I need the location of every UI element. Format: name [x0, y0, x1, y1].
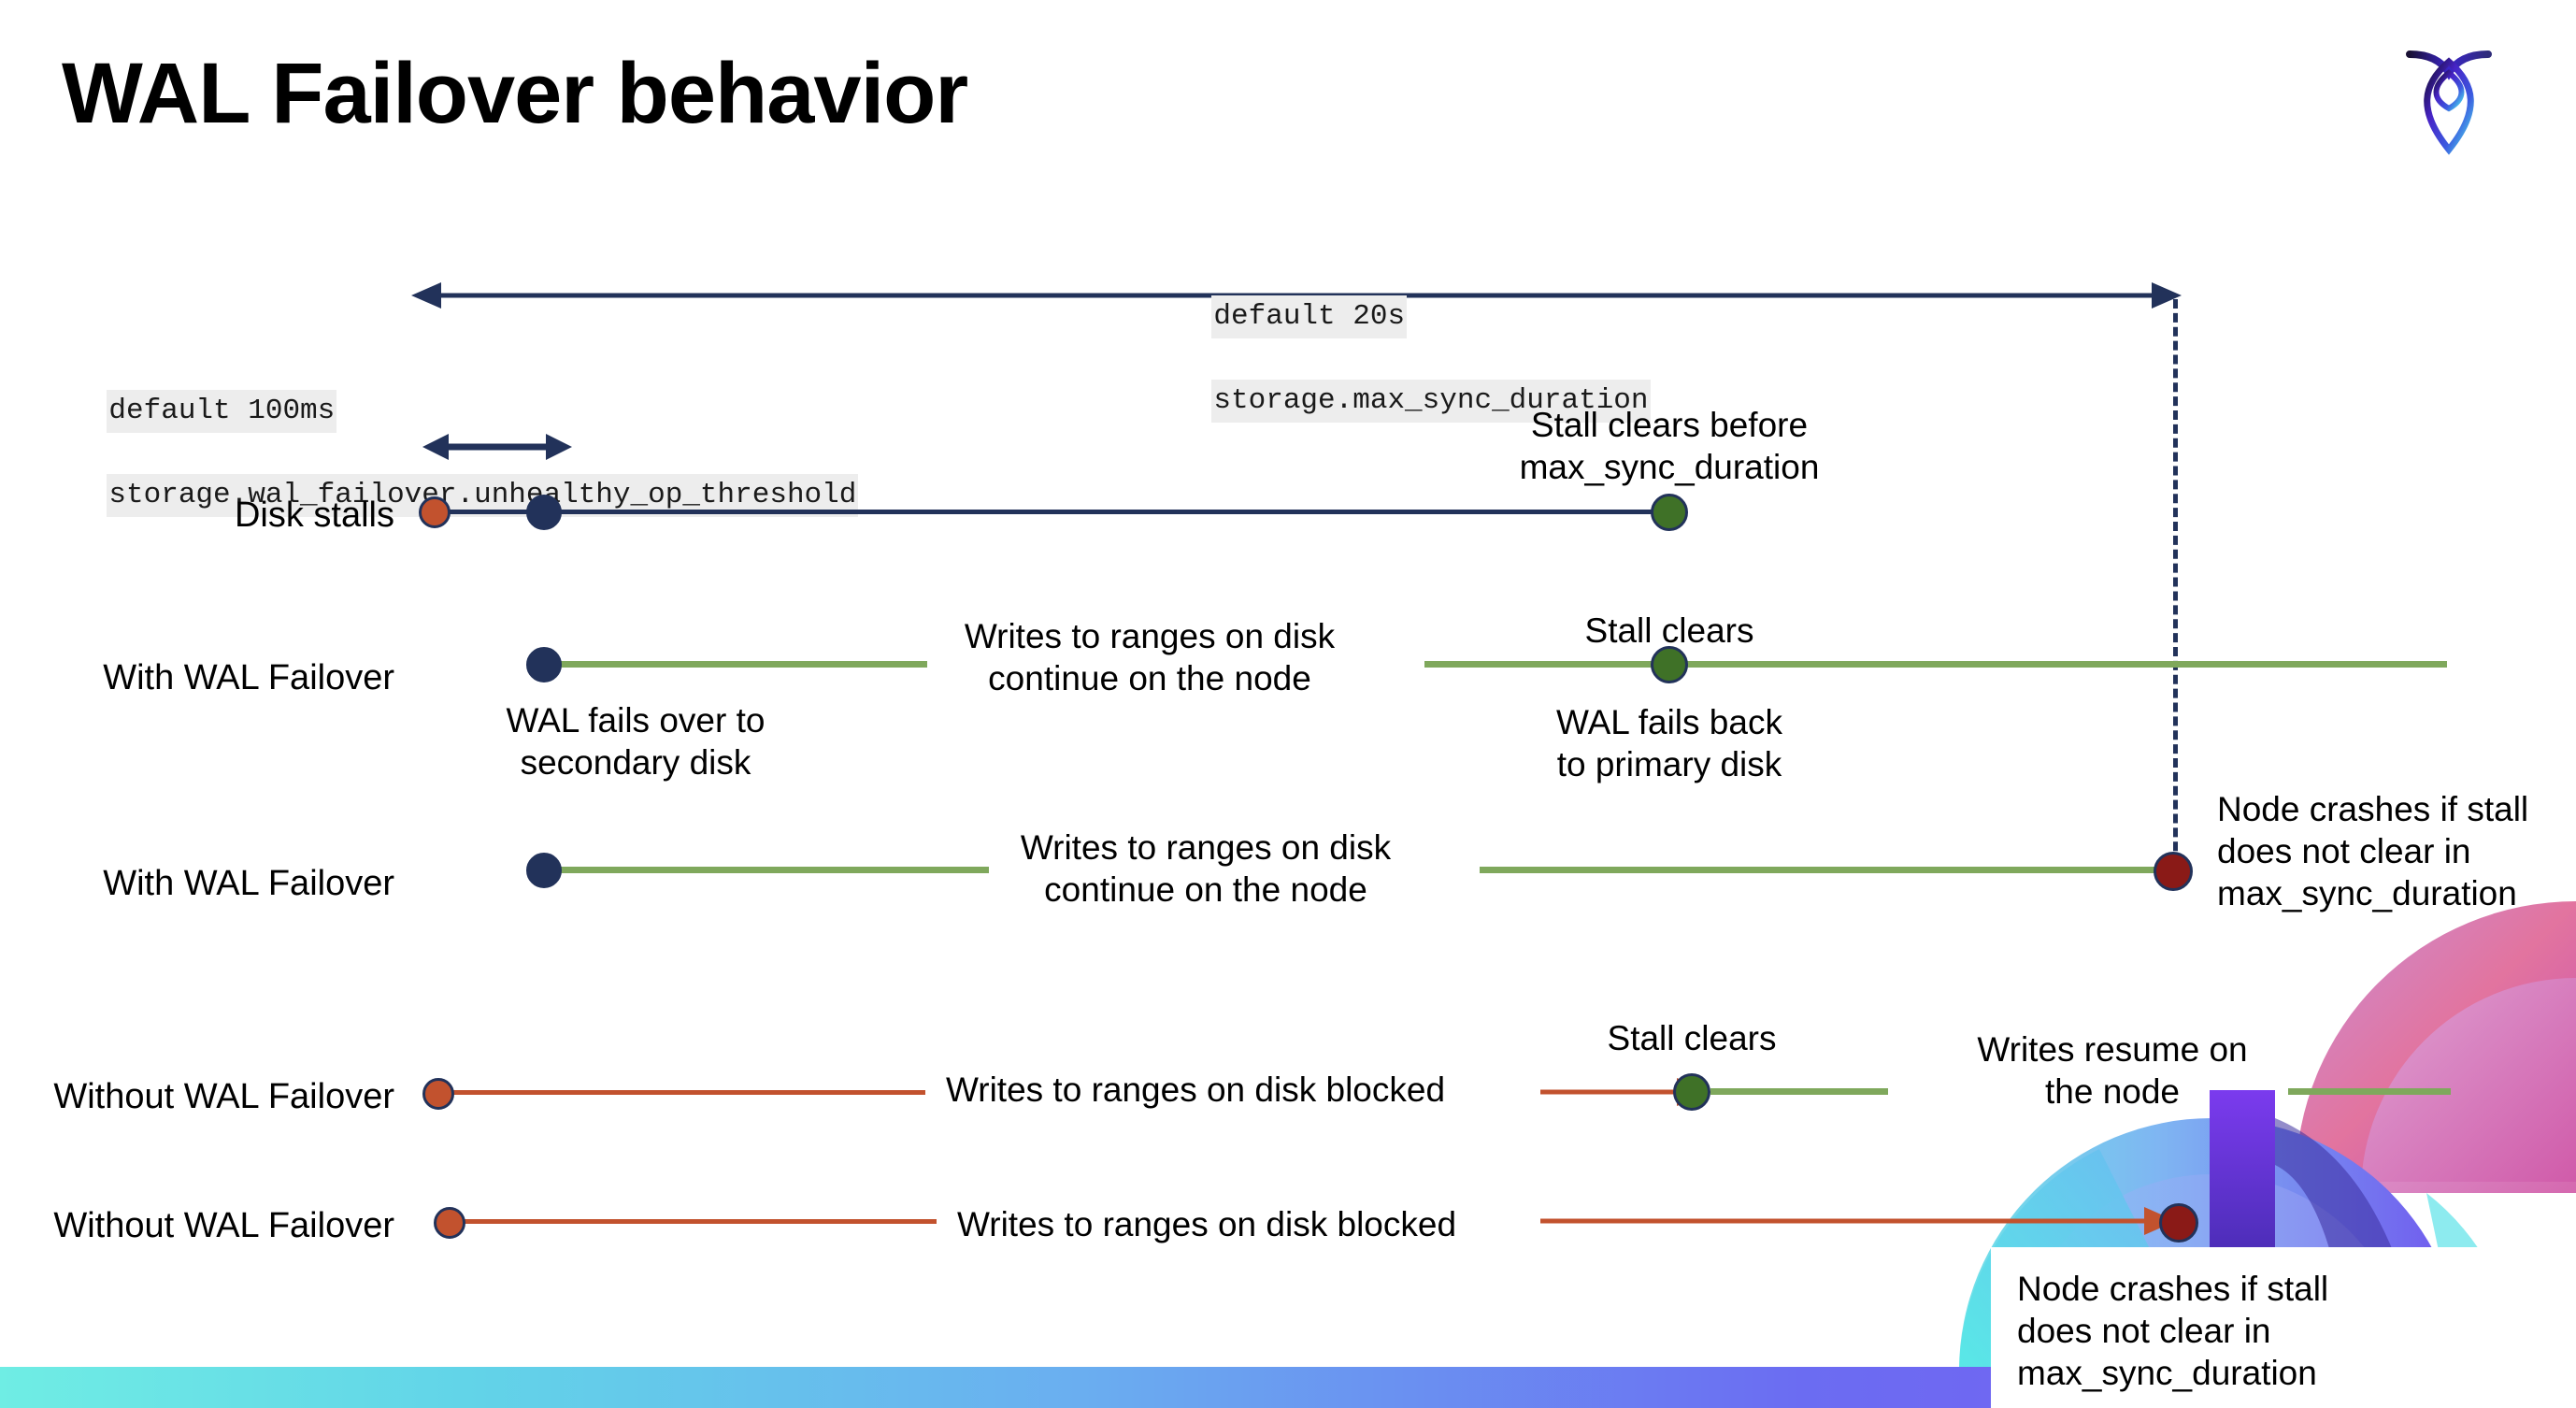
note-wal-fails-over: WAL fails over to secondary disk: [506, 701, 766, 783]
note-backdrop-lower: [1991, 1247, 2576, 1408]
disk-stall-failover-dot: [526, 495, 562, 530]
wal-failover-1-clear-dot: [1651, 646, 1688, 683]
without-wal-failover-1-resume-line: [1710, 1088, 1888, 1095]
row-label-without-wal-failover-1: Without WAL Failover: [53, 1077, 394, 1116]
wal-failover-2-crash-dot: [2154, 852, 2193, 891]
max-sync-duration-annotation: default 20s storage.max_sync_duration: [1142, 254, 1651, 464]
unhealthy-default-label: default 100ms: [107, 390, 337, 434]
without-wal-failover-2-crash-dot: [2159, 1203, 2198, 1243]
without-wal-failover-2-start-dot: [434, 1207, 465, 1239]
note-stall-clears-2: Stall clears: [1607, 1019, 1777, 1057]
note-stall-clears-before-max-sync: Stall clears before max_sync_duration: [1519, 406, 1820, 487]
max-sync-setting-label: storage.max_sync_duration: [1211, 380, 1651, 424]
max-sync-default-label: default 20s: [1211, 295, 1408, 339]
without-wal-failover-1-resume-line-far: [2288, 1088, 2451, 1095]
without-wal-failover-2-blocked-arrow: [1540, 1207, 2176, 1235]
with-wal-failover-1-segment-b: [1424, 661, 2447, 668]
with-wal-failover-1-segment-a: [542, 661, 927, 668]
cockroachdb-logo-icon: [2389, 32, 2509, 163]
page-title: WAL Failover behavior: [62, 46, 968, 141]
with-wal-failover-2-segment-a: [542, 867, 989, 873]
note-node-crashes-1: Node crashes if stall does not clear in …: [2217, 790, 2529, 913]
unhealthy-op-threshold-span-arrow: [422, 434, 572, 460]
row-label-disk-stalls: Disk stalls: [234, 496, 394, 535]
row-label-without-wal-failover-2: Without WAL Failover: [53, 1206, 394, 1245]
without-wal-failover-1-blocked-line: [439, 1090, 925, 1095]
with-wal-failover-2-segment-b: [1480, 867, 2171, 873]
note-writes-blocked-1: Writes to ranges on disk blocked: [946, 1070, 1446, 1109]
wal-failover-1-start-dot: [526, 647, 562, 682]
without-wal-failover-1-clear-dot: [1673, 1073, 1710, 1111]
unhealthy-op-threshold-annotation: default 100ms storage.wal_failover.unhea…: [37, 349, 859, 558]
note-node-crashes-2: Node crashes if stall does not clear in …: [2017, 1270, 2329, 1393]
wal-failover-2-start-dot: [526, 853, 562, 888]
max-sync-duration-span-arrow: [411, 282, 2182, 309]
disk-stalls-timeline: [436, 510, 1667, 514]
row-label-with-wal-failover-2: With WAL Failover: [103, 864, 394, 903]
row-label-with-wal-failover-1: With WAL Failover: [103, 658, 394, 697]
without-wal-failover-2-blocked-line-a: [451, 1219, 937, 1224]
note-writes-continue-2: Writes to ranges on disk continue on the…: [1020, 828, 1392, 910]
note-writes-continue-1: Writes to ranges on disk continue on the…: [964, 617, 1336, 698]
disk-stall-start-dot: [419, 496, 451, 528]
note-writes-blocked-2: Writes to ranges on disk blocked: [957, 1205, 1457, 1243]
disk-stall-clear-dot: [1651, 494, 1688, 531]
note-stall-clears-1: Stall clears: [1584, 611, 1754, 650]
note-wal-fails-back: WAL fails back to primary disk: [1556, 703, 1782, 784]
note-writes-resume: Writes resume on the node: [1977, 1030, 2248, 1112]
without-wal-failover-1-start-dot: [422, 1078, 454, 1110]
max-sync-duration-dashed-guide: [2173, 299, 2178, 879]
